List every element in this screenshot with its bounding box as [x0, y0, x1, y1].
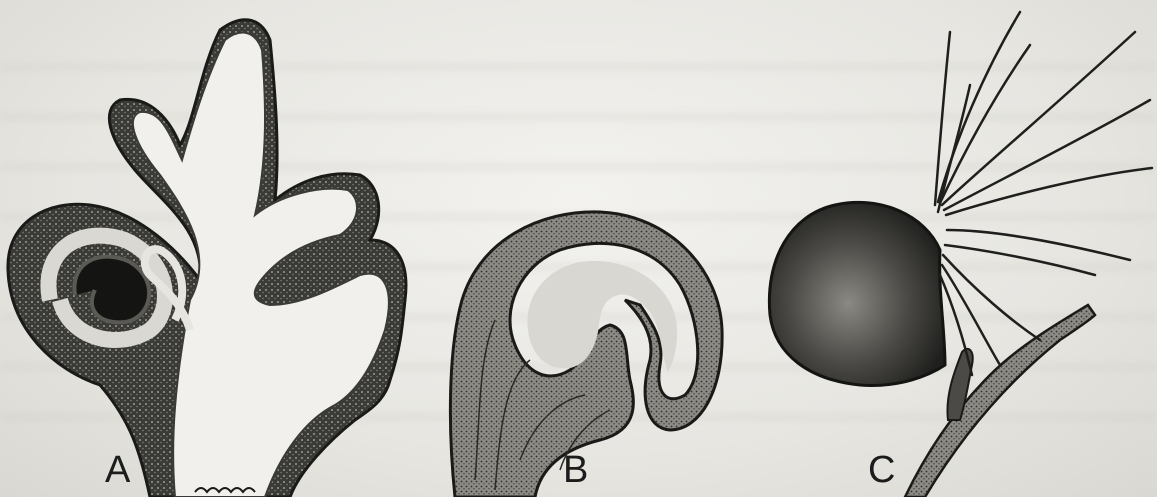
panel-label-c: C [868, 451, 895, 489]
panel-label-a: A [105, 451, 130, 489]
panel-label-b: B [563, 451, 588, 489]
panel-c-bulb [769, 202, 945, 385]
panel-c-tentacles [935, 12, 1152, 375]
panel-a-drawing [8, 20, 406, 497]
panel-c-drawing [769, 12, 1152, 497]
